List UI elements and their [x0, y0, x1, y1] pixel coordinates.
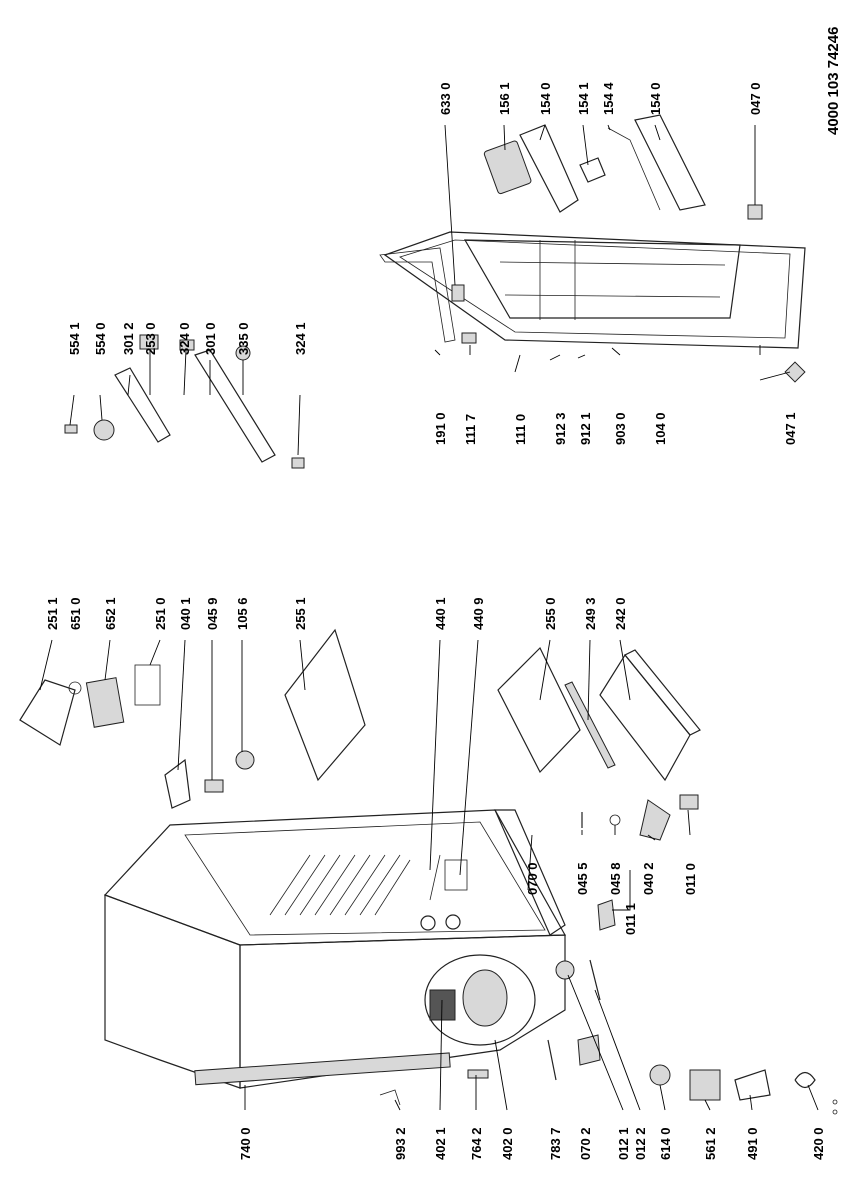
door-balconies: [451, 114, 806, 383]
label-3012: 301 2: [121, 322, 136, 355]
label-0458: 045 8: [608, 862, 623, 895]
label-3010: 301 0: [203, 322, 218, 355]
label-1117: 111 7: [463, 414, 478, 445]
label-0121: 012 1: [616, 1127, 631, 1160]
label-5540: 554 0: [93, 322, 108, 355]
label-0401: 040 1: [178, 597, 193, 630]
label-2420: 242 0: [613, 597, 628, 630]
label-0455: 045 5: [575, 862, 590, 895]
label-5612: 561 2: [703, 1127, 718, 1160]
label-4021: 402 1: [433, 1127, 448, 1160]
label-1540a: 154 0: [538, 82, 553, 115]
label-1561: 156 1: [497, 82, 512, 115]
cabinet: [103, 809, 567, 1089]
label-2550: 255 0: [543, 597, 558, 630]
label-0402: 040 2: [641, 862, 656, 895]
label-9030: 903 0: [613, 412, 628, 445]
label-3241: 324 1: [293, 322, 308, 355]
part-labels: 554 1 554 0 301 2 253 0 324 0 301 0 335 …: [45, 27, 842, 1160]
label-6140: 614 0: [658, 1127, 673, 1160]
label-4200: 420 0: [811, 1127, 826, 1160]
document-number: 4000 103 74246: [825, 27, 842, 135]
label-1056: 105 6: [235, 597, 250, 630]
label-9121: 912 1: [578, 412, 593, 445]
label-1540b: 154 0: [648, 82, 663, 115]
label-6510: 651 0: [68, 597, 83, 630]
label-9123: 912 3: [553, 412, 568, 445]
label-0470: 047 0: [748, 82, 763, 115]
label-0122: 012 2: [633, 1127, 648, 1160]
label-6521: 652 1: [103, 597, 118, 630]
label-1040: 104 0: [653, 412, 668, 445]
label-9932: 993 2: [393, 1127, 408, 1160]
label-1544: 154 4: [601, 82, 616, 115]
door-assembly: [379, 231, 806, 349]
label-2511: 251 1: [45, 597, 60, 630]
lamp-parts: [19, 664, 255, 809]
label-3350: 335 0: [236, 322, 251, 355]
leader-lines: [39, 124, 819, 1111]
label-0110: 011 0: [683, 863, 698, 895]
label-7642: 764 2: [469, 1127, 484, 1160]
label-0471: 047 1: [783, 412, 798, 445]
label-1910: 191 0: [433, 412, 448, 445]
label-1110: 111 0: [513, 414, 528, 445]
label-2530: 253 0: [143, 322, 158, 355]
label-0111: 011 1: [623, 903, 638, 935]
label-1541: 154 1: [576, 82, 591, 115]
label-2551: 255 1: [293, 597, 308, 630]
label-2510: 251 0: [153, 597, 168, 630]
label-5541: 554 1: [67, 322, 82, 355]
label-4401: 440 1: [433, 597, 448, 630]
label-0700: 070 0: [525, 862, 540, 895]
label-3240: 324 0: [177, 322, 192, 355]
shelves-crisper: [284, 628, 701, 782]
small-parts: [379, 794, 838, 1115]
label-4409: 440 9: [471, 597, 486, 630]
label-2493: 249 3: [583, 597, 598, 630]
label-7837: 783 7: [548, 1127, 563, 1160]
label-0702: 070 2: [578, 1127, 593, 1160]
label-4020: 402 0: [500, 1127, 515, 1160]
label-0459: 045 9: [205, 597, 220, 630]
label-4910: 491 0: [745, 1127, 760, 1160]
label-6330: 633 0: [438, 82, 453, 115]
label-7400: 740 0: [238, 1127, 253, 1160]
part-drawings: [19, 114, 838, 1115]
handle-assembly: [64, 334, 305, 469]
